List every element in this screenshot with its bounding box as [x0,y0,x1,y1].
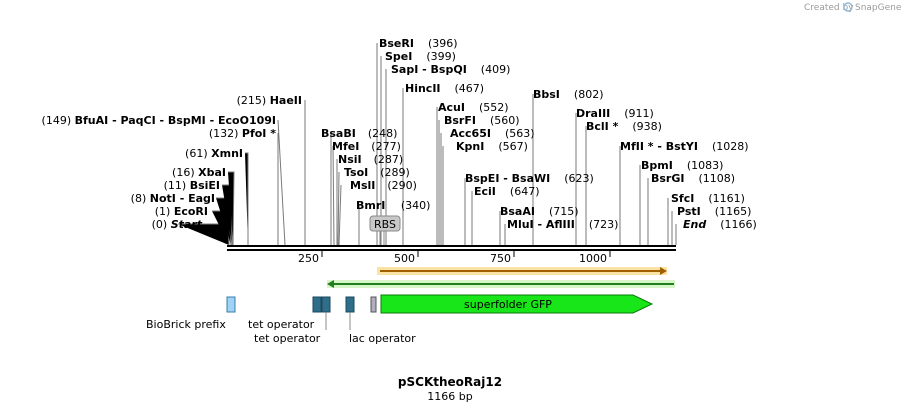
tick-label-750: 750 [490,252,511,265]
tet-operator-label-2: tet operator [254,332,321,345]
site-line [332,145,335,246]
site-label[interactable]: BsrGI(1108) [651,172,735,185]
ruler: 250 500 750 1000 [298,251,611,265]
feature-tet-operator-1[interactable] [312,296,322,313]
credit-text: Created by [804,3,854,13]
site-label[interactable]: MluI - AflIII(723) [507,218,618,231]
site-labels: (0) Start (1) EcoRI (8) NotI - EagI (11)… [42,37,757,231]
site-line [337,171,340,246]
site-line [228,171,235,246]
site-label[interactable]: MslI(290) [350,179,417,192]
site-label[interactable]: (61) XmnI [185,147,243,160]
orf-forward[interactable] [377,267,667,275]
snapgene-logo-icon [843,2,853,12]
site-label[interactable]: (11) BsiEI [164,179,220,192]
rbs-marker[interactable]: RBS [369,215,401,245]
site-label[interactable]: BsaBI(248) [321,127,397,140]
site-line [338,184,342,246]
site-label[interactable]: SapI - BspQI(409) [391,63,510,76]
site-label[interactable]: (215) HaeII [237,94,302,107]
site-label[interactable]: Acc65I(563) [450,127,535,140]
site-label[interactable]: HincII(467) [405,82,484,95]
tick-label-1000: 1000 [579,252,607,265]
biobrick-prefix-label: BioBrick prefix [146,318,226,331]
tick-label-500: 500 [394,252,415,265]
map-length: 1166 bp [427,390,472,403]
site-label[interactable]: (8) NotI - EagI [131,192,215,205]
site-label[interactable]: AcuI(552) [438,101,509,114]
site-label[interactable]: PstI(1165) [677,205,751,218]
site-label[interactable]: KpnI(567) [456,140,528,153]
site-label[interactable]: MfII * - BstYI(1028) [620,140,749,153]
feature-superfolder-gfp[interactable]: superfolder GFP [380,294,654,314]
credit-brand: SnapGene [855,3,901,13]
tick-label-250: 250 [298,252,319,265]
feature-biobrick-prefix[interactable] [226,296,236,313]
site-label[interactable]: (1) EcoRI [155,205,208,218]
site-label[interactable]: BspEI - BsaWI(623) [465,172,594,185]
site-label[interactable]: SfcI(1161) [671,192,745,205]
site-line [245,152,249,245]
feature-tet-operator-2[interactable] [321,296,331,313]
rbs-label: RBS [374,218,396,231]
site-lines [178,43,677,246]
site-label[interactable]: MfeI(277) [332,140,401,153]
backbone [227,245,676,251]
site-label[interactable]: (132) PfoI * [209,127,276,140]
site-label[interactable]: EciI(647) [474,185,540,198]
map-title: pSCKtheoRaj12 [398,375,502,389]
site-label[interactable]: BsrFI(560) [444,114,520,127]
site-label[interactable]: End(1166) [683,218,757,231]
site-label[interactable]: (16) XbaI [172,166,226,179]
feature-tet-operator-3[interactable] [345,296,355,313]
tet-operator-label-1: tet operator [248,318,315,331]
site-label[interactable]: BmrI (340) [356,199,430,212]
orf-reverse[interactable] [327,280,675,288]
site-label[interactable]: BseRI(396) [379,37,458,50]
lac-operator-label: lac operator [349,332,416,345]
feature-lac-operator[interactable] [370,296,377,313]
site-label[interactable]: BpmI(1083) [641,159,723,172]
site-label[interactable]: SpeI(399) [385,50,456,63]
site-label[interactable]: NsiI(287) [338,153,403,166]
site-label[interactable]: (0) Start [152,218,203,231]
site-label[interactable]: TsoI(289) [344,166,410,179]
site-line [277,119,286,246]
site-label[interactable]: DraIII(911) [576,107,654,120]
gfp-label: superfolder GFP [464,298,552,311]
site-label[interactable]: BsaAI(715) [500,205,579,218]
site-label[interactable]: (149) BfuAI - PaqCI - BspMI - EcoO109I [42,114,276,127]
site-label[interactable]: BbsI(802) [533,88,604,101]
site-label[interactable]: BclI *(938) [586,120,662,133]
